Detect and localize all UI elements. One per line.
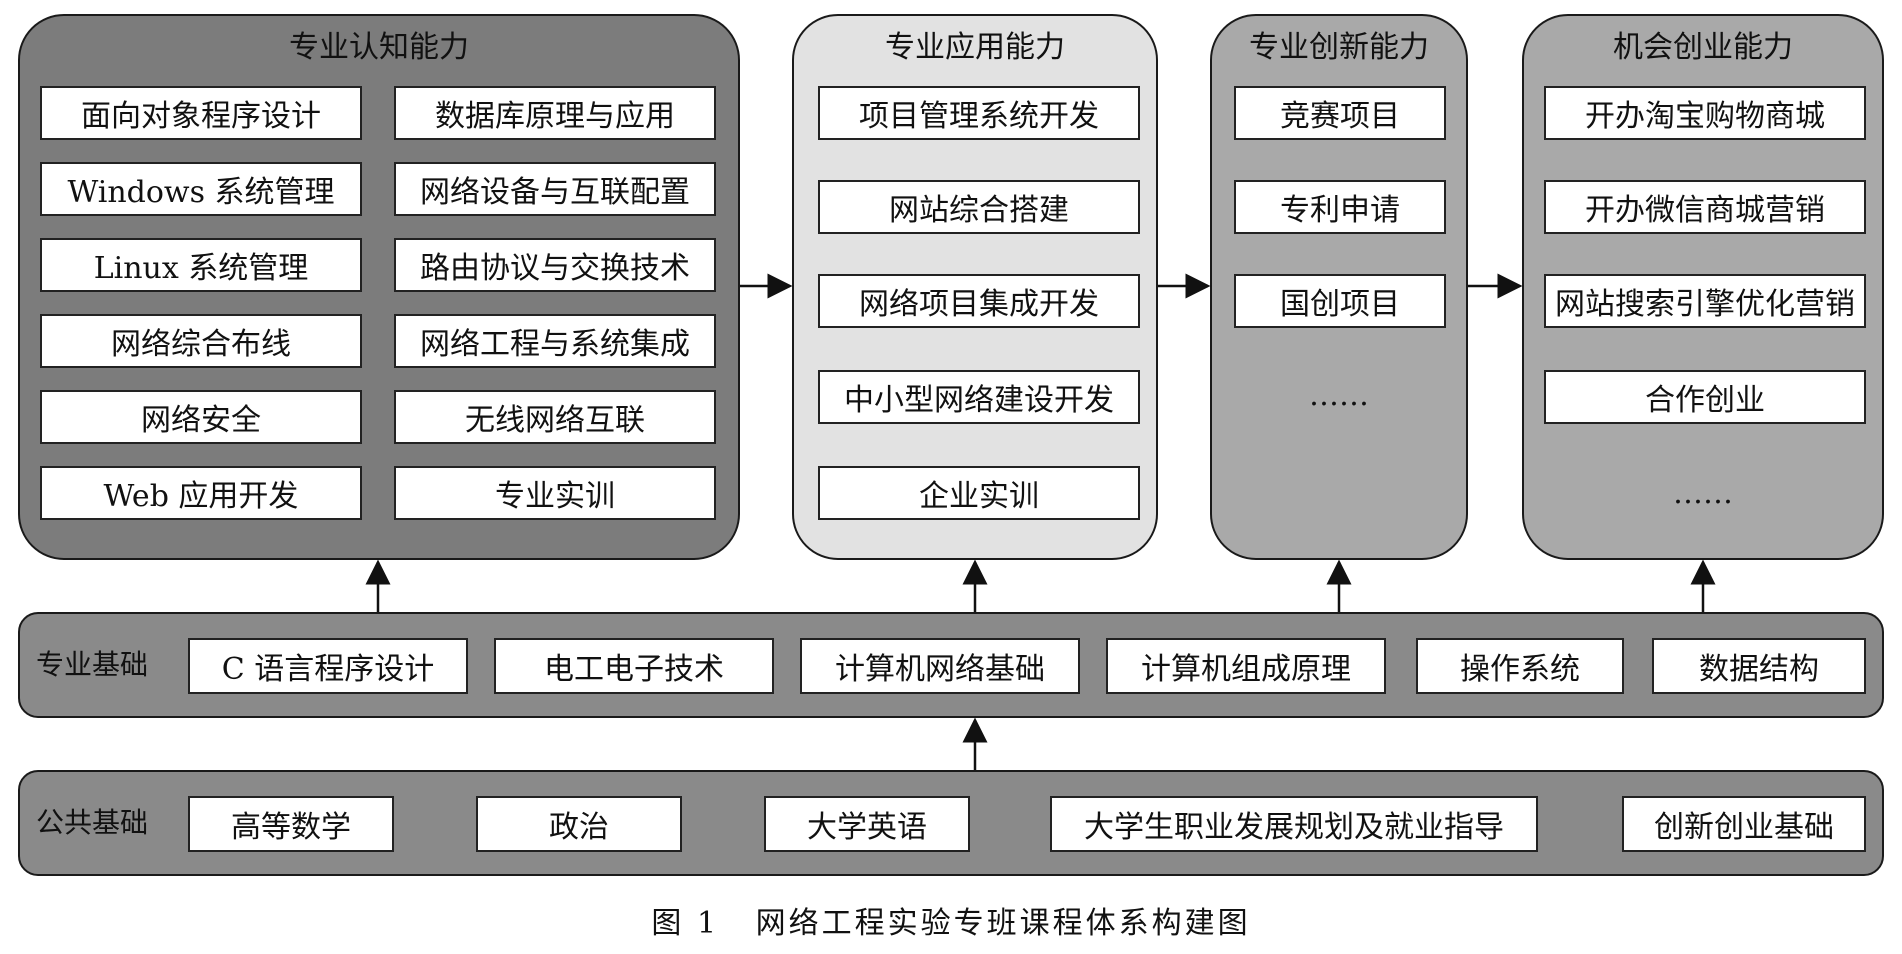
- course-box: 创新创业基础: [1622, 796, 1866, 852]
- course-box: 数据库原理与应用: [394, 86, 716, 140]
- course-box: 网络工程与系统集成: [394, 314, 716, 368]
- panel-title: 机会创业能力: [1613, 30, 1793, 65]
- course-box: Windows 系统管理: [40, 162, 362, 216]
- course-box: 合作创业: [1544, 370, 1866, 424]
- course-box: Web 应用开发: [40, 466, 362, 520]
- course-box: 操作系统: [1416, 638, 1624, 694]
- course-box: 计算机组成原理: [1106, 638, 1386, 694]
- course-box: 中小型网络建设开发: [818, 370, 1140, 424]
- course-box: 网络项目集成开发: [818, 274, 1140, 328]
- figure-caption: 图 1 网络工程实验专班课程体系构建图: [0, 898, 1902, 942]
- course-box: 政治: [476, 796, 682, 852]
- figure-title: 网络工程实验专班课程体系构建图: [755, 906, 1251, 941]
- course-box: 路由协议与交换技术: [394, 238, 716, 292]
- panel-professional-application: 专业应用能力 项目管理系统开发 网站综合搭建 网络项目集成开发 中小型网络建设开…: [792, 14, 1158, 560]
- panel-title: 专业认知能力: [289, 30, 469, 65]
- course-box: 计算机网络基础: [800, 638, 1080, 694]
- panel-professional-cognition: 专业认知能力 面向对象程序设计 数据库原理与应用 Windows 系统管理 网络…: [18, 14, 740, 560]
- bar-label: 专业基础: [36, 648, 149, 681]
- course-box: 网络综合布线: [40, 314, 362, 368]
- course-box: 无线网络互联: [394, 390, 716, 444]
- course-box: 网站搜索引擎优化营销: [1544, 274, 1866, 328]
- course-box: 网站综合搭建: [818, 180, 1140, 234]
- course-box: 专利申请: [1234, 180, 1446, 234]
- ellipsis-text: ……: [1673, 476, 1733, 511]
- course-box: 项目管理系统开发: [818, 86, 1140, 140]
- public-foundation-bar: 公共基础 高等数学 政治 大学英语 大学生职业发展规划及就业指导 创新创业基础: [18, 770, 1884, 876]
- course-box: 大学生职业发展规划及就业指导: [1050, 796, 1538, 852]
- course-box: 电工电子技术: [494, 638, 774, 694]
- course-box: 专业实训: [394, 466, 716, 520]
- panel-title: 专业应用能力: [885, 30, 1065, 65]
- course-box: 开办淘宝购物商城: [1544, 86, 1866, 140]
- course-box: Linux 系统管理: [40, 238, 362, 292]
- course-box: 面向对象程序设计: [40, 86, 362, 140]
- figure-number: 图 1: [651, 906, 720, 941]
- panel-title: 专业创新能力: [1249, 30, 1429, 65]
- ellipsis-text: ……: [1309, 378, 1369, 413]
- panel-professional-innovation: 专业创新能力 竞赛项目 专利申请 国创项目 ……: [1210, 14, 1468, 560]
- course-box: 企业实训: [818, 466, 1140, 520]
- panel-entrepreneurship: 机会创业能力 开办淘宝购物商城 开办微信商城营销 网站搜索引擎优化营销 合作创业…: [1522, 14, 1884, 560]
- course-box: C 语言程序设计: [188, 638, 468, 694]
- course-box: 开办微信商城营销: [1544, 180, 1866, 234]
- bar-label: 公共基础: [36, 806, 149, 839]
- course-box: 大学英语: [764, 796, 970, 852]
- course-box: 竞赛项目: [1234, 86, 1446, 140]
- course-box: 数据结构: [1652, 638, 1866, 694]
- course-box: 网络设备与互联配置: [394, 162, 716, 216]
- course-box: 高等数学: [188, 796, 394, 852]
- course-box: 国创项目: [1234, 274, 1446, 328]
- professional-foundation-bar: 专业基础 C 语言程序设计 电工电子技术 计算机网络基础 计算机组成原理 操作系…: [18, 612, 1884, 718]
- course-box: 网络安全: [40, 390, 362, 444]
